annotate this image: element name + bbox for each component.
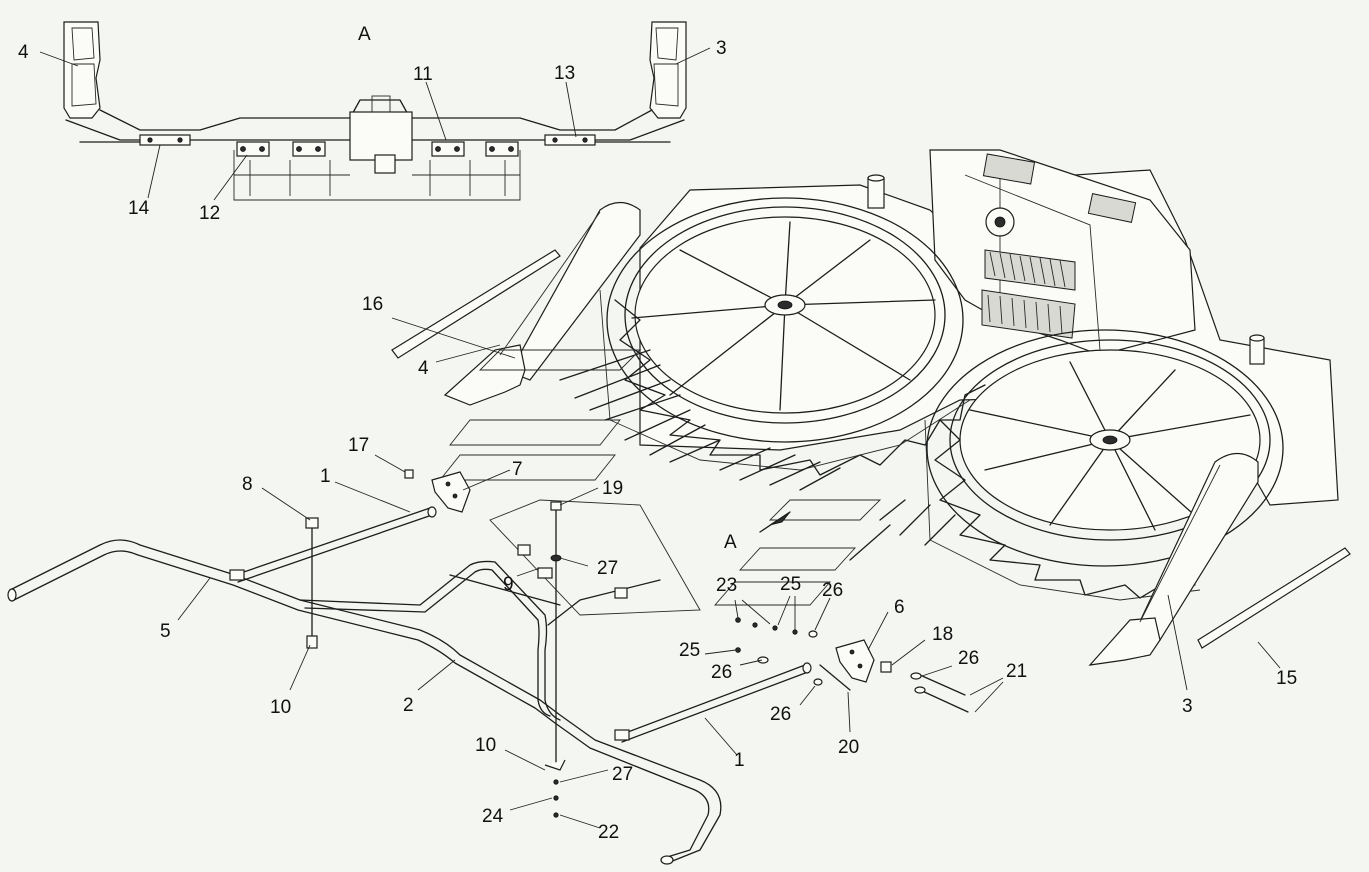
bracket-7 bbox=[431, 471, 471, 513]
callout-label: 1 bbox=[734, 750, 745, 771]
callout-label: 18 bbox=[932, 624, 953, 645]
left-divider bbox=[443, 201, 641, 406]
right-divider bbox=[1088, 452, 1259, 666]
fasteners bbox=[735, 617, 926, 694]
callout-label: 24 bbox=[482, 806, 504, 827]
bracket-6 bbox=[835, 639, 875, 683]
header-body bbox=[391, 149, 1351, 666]
callout-label: 23 bbox=[716, 575, 737, 596]
callout-label: 4 bbox=[418, 358, 429, 379]
callout-label: 19 bbox=[602, 478, 623, 499]
callout-labels: A 4 3 11 13 14 12 16 4 17 7 1 8 19 27 9 … bbox=[18, 24, 1297, 843]
view-a-title: A bbox=[358, 24, 371, 45]
callout-label: 26 bbox=[770, 704, 791, 725]
callout-label: 27 bbox=[612, 764, 633, 785]
callout-label: 12 bbox=[199, 203, 220, 224]
view-a-detail bbox=[63, 21, 687, 201]
gatherer-fingers bbox=[559, 349, 956, 561]
callout-label: 13 bbox=[554, 63, 575, 84]
callout-label: 17 bbox=[348, 435, 369, 456]
callout-label: 22 bbox=[598, 822, 619, 843]
ghost-outlines bbox=[439, 349, 882, 616]
callout-label: 4 bbox=[18, 42, 29, 63]
callout-label: 14 bbox=[128, 198, 150, 219]
callout-label: 15 bbox=[1276, 668, 1297, 689]
feed-rollers bbox=[981, 207, 1076, 339]
right-rotor bbox=[924, 329, 1284, 601]
callout-label: 7 bbox=[512, 459, 523, 480]
brackets-view-a bbox=[139, 134, 596, 157]
callout-label: 3 bbox=[1182, 696, 1193, 717]
callout-label: 8 bbox=[242, 474, 253, 495]
callout-label: 26 bbox=[711, 662, 732, 683]
callout-label: 5 bbox=[160, 621, 171, 642]
callout-label: 3 bbox=[716, 38, 727, 59]
callout-label: 16 bbox=[362, 294, 383, 315]
callout-label: 10 bbox=[475, 735, 496, 756]
callout-label: 20 bbox=[838, 737, 859, 758]
callout-label: 25 bbox=[679, 640, 700, 661]
skid-16 bbox=[391, 249, 561, 359]
callout-label: 26 bbox=[958, 648, 979, 669]
callout-label: A bbox=[724, 532, 737, 553]
left-rotor bbox=[599, 197, 986, 476]
callout-label: 26 bbox=[822, 580, 843, 601]
frame-tubes bbox=[7, 506, 812, 865]
skid-15 bbox=[1197, 547, 1351, 649]
callout-label: 6 bbox=[894, 597, 905, 618]
callout-label: 9 bbox=[503, 574, 514, 595]
callout-label: 1 bbox=[320, 466, 331, 487]
callout-label: 27 bbox=[597, 558, 618, 579]
callout-label: 2 bbox=[403, 695, 414, 716]
leader-lines bbox=[39, 47, 1281, 829]
callout-label: 25 bbox=[780, 574, 801, 595]
callout-label: 11 bbox=[413, 64, 433, 85]
callout-label: 10 bbox=[270, 697, 291, 718]
callout-label: 21 bbox=[1006, 661, 1027, 682]
